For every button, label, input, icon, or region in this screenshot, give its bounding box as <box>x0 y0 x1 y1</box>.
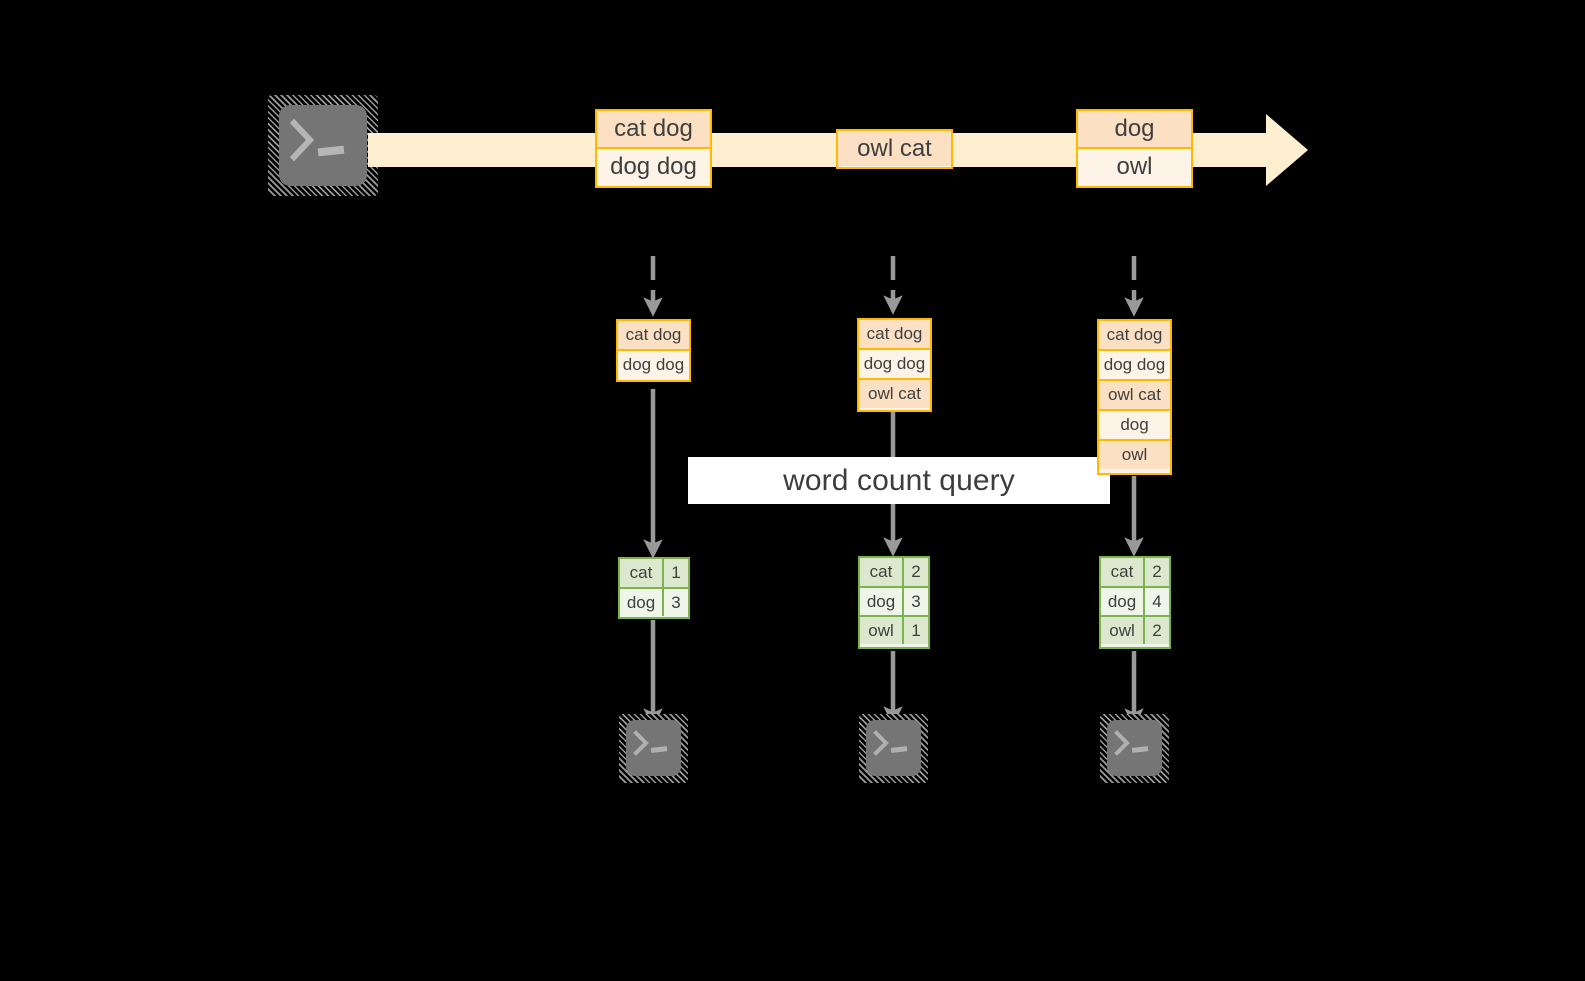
table-row: dog 3 <box>860 586 928 615</box>
table-cell-word: dog <box>860 588 904 615</box>
table-row: dog 3 <box>620 587 688 616</box>
stream-line: cat dog <box>597 111 710 147</box>
snapshot-1-records: cat dog dog dog <box>616 319 691 382</box>
table-cell-count: 2 <box>1145 617 1169 644</box>
snapshot-line: owl <box>1099 439 1170 469</box>
snapshot-line: owl cat <box>1099 379 1170 409</box>
query-label: word count query <box>688 457 1110 504</box>
table-row: cat 2 <box>1101 558 1169 586</box>
table-cell-word: owl <box>860 617 904 644</box>
snapshot-line: dog <box>1099 409 1170 439</box>
table-cell-word: dog <box>620 589 664 616</box>
stream-group-1: cat dog dog dog <box>595 109 712 188</box>
result-table-1: cat 1 dog 3 <box>618 557 690 619</box>
table-cell-word: dog <box>1101 588 1145 615</box>
table-cell-count: 1 <box>904 617 928 644</box>
stream-group-2: owl cat <box>836 129 953 169</box>
snapshot-line: dog dog <box>859 348 930 378</box>
table-cell-word: cat <box>860 558 904 586</box>
sink-terminal-icon-2 <box>859 714 928 783</box>
sink-terminal-icon-1 <box>619 714 688 783</box>
table-row: cat 2 <box>860 558 928 586</box>
snapshot-line: cat dog <box>618 321 689 349</box>
result-table-2: cat 2 dog 3 owl 1 <box>858 556 930 649</box>
table-cell-word: cat <box>1101 558 1145 586</box>
snapshot-line: dog dog <box>1099 349 1170 379</box>
snapshot-2-records: cat dog dog dog owl cat <box>857 318 932 412</box>
table-row: owl 2 <box>1101 615 1169 644</box>
stream-line: dog dog <box>597 147 710 185</box>
result-table-3: cat 2 dog 4 owl 2 <box>1099 556 1171 649</box>
table-cell-count: 3 <box>904 588 928 615</box>
snapshot-3-records: cat dog dog dog owl cat dog owl <box>1097 319 1172 475</box>
snapshot-line: cat dog <box>859 320 930 348</box>
table-cell-count: 3 <box>664 589 688 616</box>
table-cell-count: 2 <box>904 558 928 586</box>
table-cell-count: 4 <box>1145 588 1169 615</box>
table-row: dog 4 <box>1101 586 1169 615</box>
stream-line: owl cat <box>838 131 951 166</box>
stream-group-3: dog owl <box>1076 109 1193 188</box>
table-cell-word: cat <box>620 559 664 587</box>
table-row: cat 1 <box>620 559 688 587</box>
terminal-prompt-icon <box>633 730 668 756</box>
terminal-body <box>279 105 367 186</box>
snapshot-line: dog dog <box>618 349 689 379</box>
table-cell-word: owl <box>1101 617 1145 644</box>
stream-line: owl <box>1078 147 1191 185</box>
terminal-prompt-icon <box>289 118 345 162</box>
table-row: owl 1 <box>860 615 928 644</box>
snapshot-line: owl cat <box>859 378 930 408</box>
snapshot-line: cat dog <box>1099 321 1170 349</box>
stream-line: dog <box>1078 111 1191 147</box>
sink-terminal-icon-3 <box>1100 714 1169 783</box>
table-cell-count: 1 <box>664 559 688 587</box>
terminal-prompt-icon <box>1114 730 1149 756</box>
table-cell-count: 2 <box>1145 558 1169 586</box>
source-terminal-icon <box>268 95 378 196</box>
terminal-prompt-icon <box>873 730 908 756</box>
